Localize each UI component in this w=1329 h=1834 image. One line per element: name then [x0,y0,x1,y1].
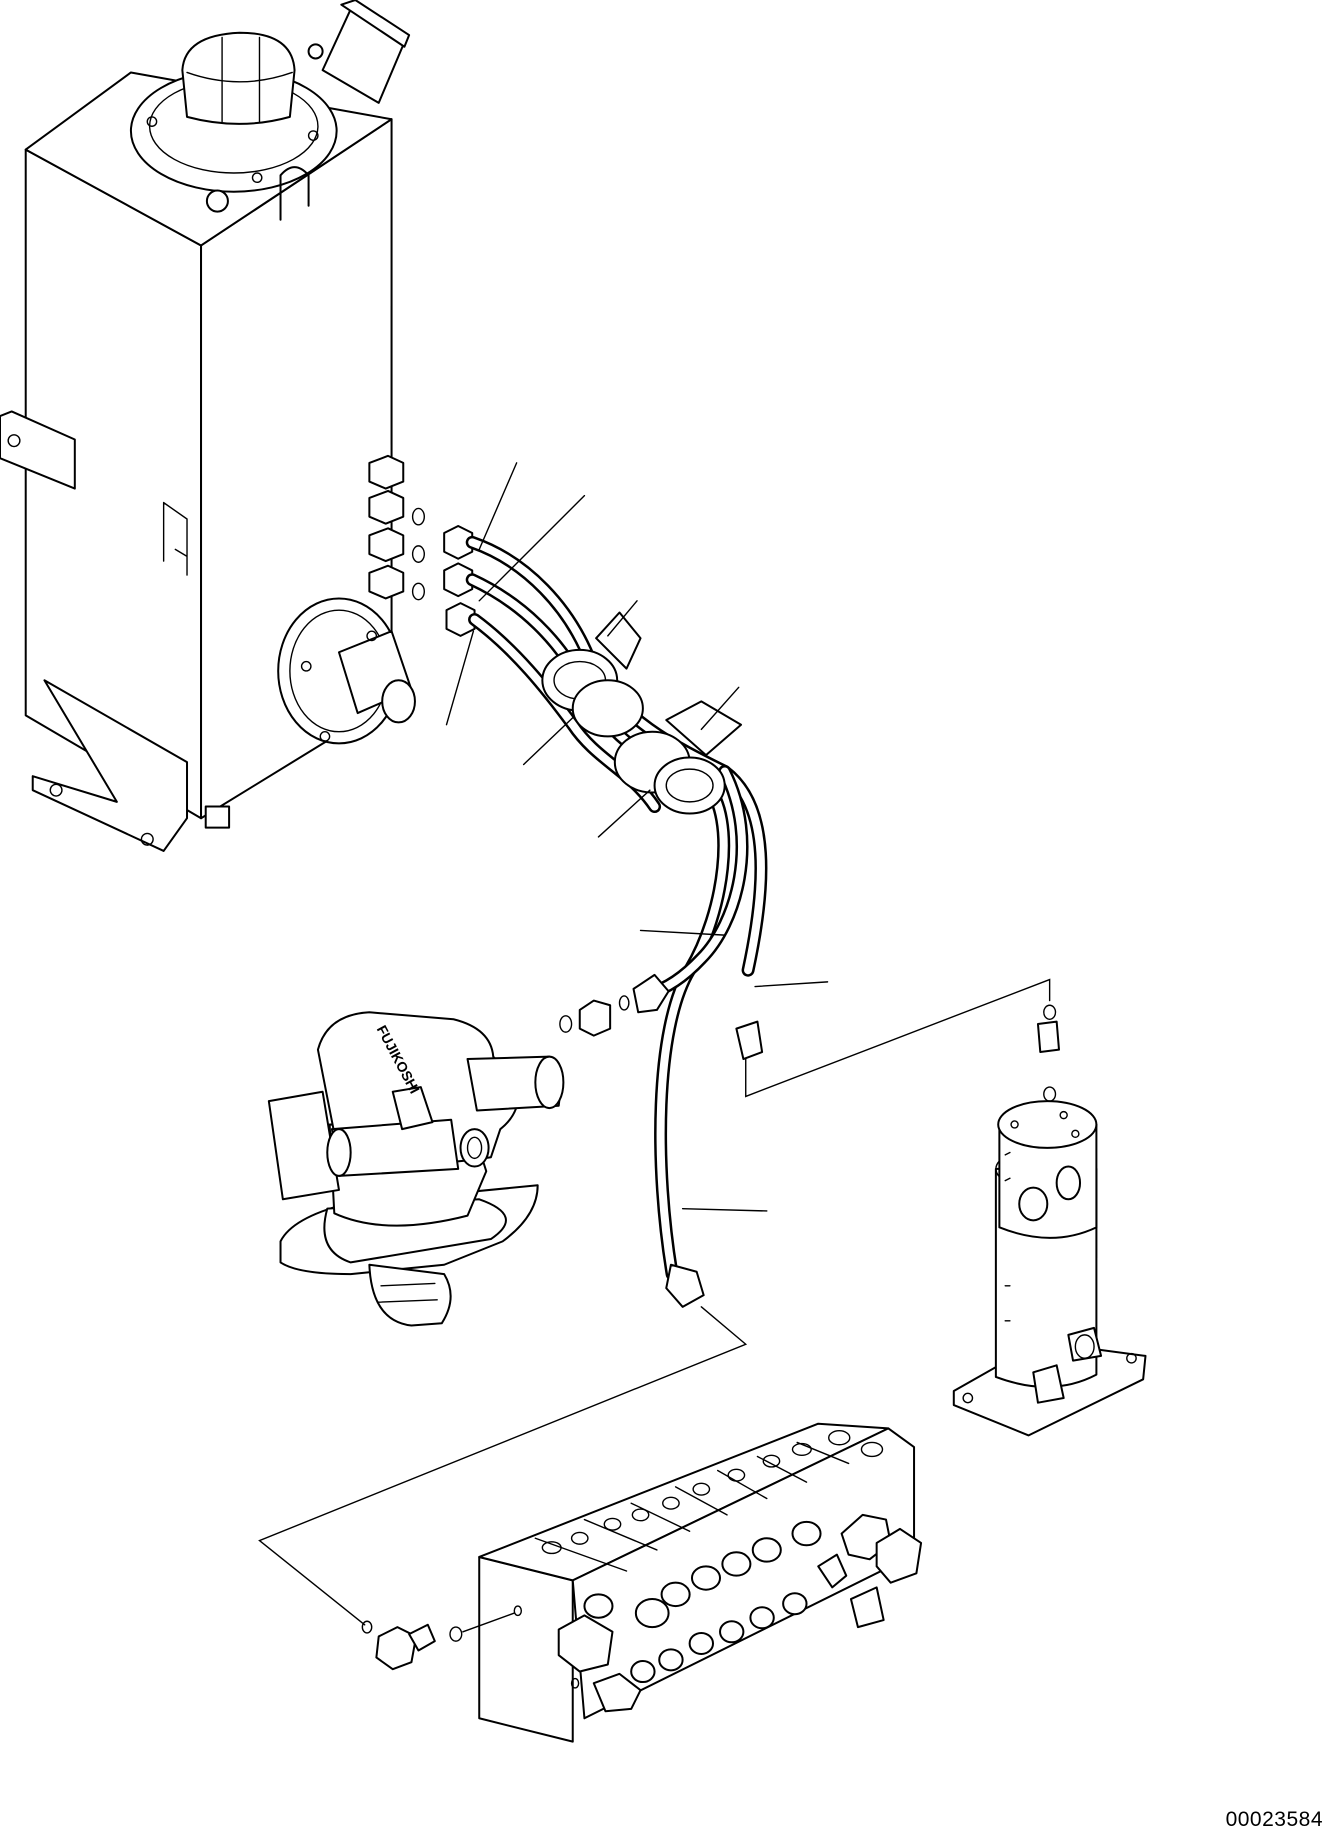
control-valve [479,1424,921,1742]
hose-bundle [444,526,762,1307]
hose-clamp-2 [615,701,741,813]
elbow-fitting [362,1613,514,1669]
hose-clamp-1 [542,613,643,737]
leader-lines [447,463,828,1211]
o-rings-tank [413,508,425,599]
hydraulic-tank [0,0,415,851]
drawing-number: 00023584 [1225,1808,1323,1831]
connection-lines [259,980,1049,1625]
swing-motor: FUJIKOSHI [269,996,629,1326]
valve-spool-caps [559,1515,921,1711]
tank-port-adapters [369,456,403,599]
valve-ports [542,1431,882,1554]
swivel-joint [954,1005,1146,1435]
